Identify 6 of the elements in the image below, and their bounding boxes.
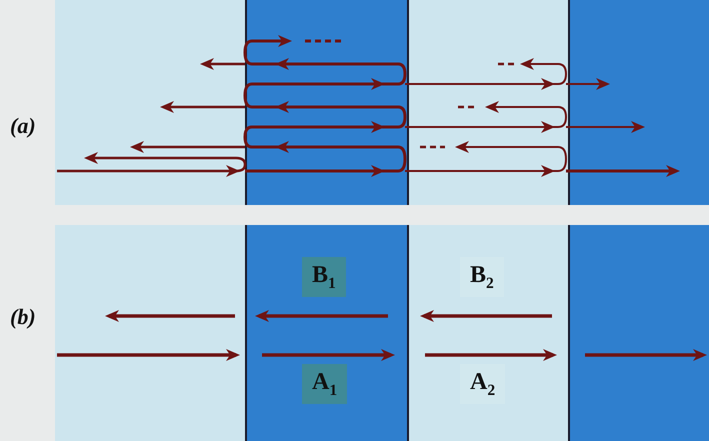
panel-label: (b) (10, 306, 36, 328)
panel-label: (a) (10, 115, 36, 137)
wave-amplitude-label: B$_{1}$ (302, 257, 346, 298)
wave-amplitude-label: A$_{2}$ (460, 364, 506, 404)
wave-amplitude-label: A$_{1}$ (302, 364, 348, 404)
wave-amplitude-label: B$_{2}$ (460, 257, 504, 298)
